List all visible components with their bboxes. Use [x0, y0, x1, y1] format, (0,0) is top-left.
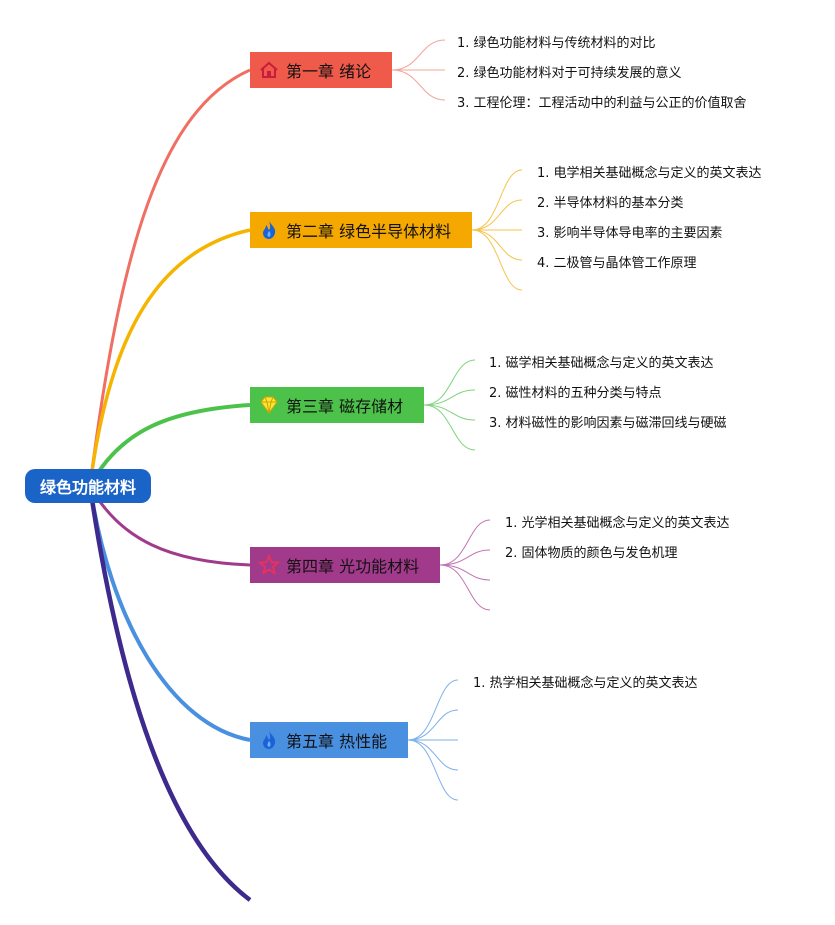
house-icon: [258, 59, 280, 81]
chapter-2-connectors: [471, 169, 523, 291]
chapter-4-item-1[interactable]: 1. 光学相关基础概念与定义的英文表达: [505, 516, 730, 531]
chapter-5-item-1[interactable]: 1. 热学相关基础概念与定义的英文表达: [473, 676, 698, 691]
chapter-node-4[interactable]: 第四章 光功能材料: [250, 547, 440, 583]
chapter-5-label: 第五章 热性能: [286, 732, 388, 751]
chapter-3-item-2[interactable]: 2. 磁性材料的五种分类与特点: [489, 386, 662, 401]
chapter-3-item-3[interactable]: 3. 材料磁性的影响因素与磁滞回线与硬磁: [489, 416, 727, 431]
chapter-3-item-1[interactable]: 1. 磁学相关基础概念与定义的英文表达: [489, 356, 714, 371]
branch-chapter-3: [88, 403, 251, 487]
chapter-1-label: 第一章 绪论: [286, 62, 372, 81]
chapter-node-5[interactable]: 第五章 热性能: [250, 722, 408, 758]
chapter-1-item-3[interactable]: 3. 工程伦理：工程活动中的利益与公正的价值取舍: [457, 96, 747, 111]
diamond-icon: [258, 394, 280, 416]
chapter-node-1[interactable]: 第一章 绪论: [250, 52, 392, 88]
chapter-4-connectors: [439, 519, 491, 611]
chapter-2-item-4[interactable]: 4. 二极管与晶体管工作原理: [537, 256, 697, 271]
chapter-node-2[interactable]: 第二章 绿色半导体材料: [250, 212, 472, 248]
branch-extra: [87, 485, 252, 902]
chapter-node-3[interactable]: 第三章 磁存储材: [250, 387, 424, 423]
flame-icon: [258, 219, 280, 241]
chapter-4-item-2[interactable]: 2. 固体物质的颜色与发色机理: [505, 546, 678, 561]
chapter-3-connectors: [423, 359, 476, 451]
branch-chapter-1: [88, 68, 251, 487]
chapter-4-label: 第四章 光功能材料: [286, 557, 420, 576]
root-node[interactable]: 绿色功能材料: [25, 469, 151, 503]
chapter-2-item-2[interactable]: 2. 半导体材料的基本分类: [537, 196, 684, 211]
chapter-2-label: 第二章 绿色半导体材料: [286, 222, 452, 241]
chapter-3-label: 第三章 磁存储材: [286, 397, 404, 416]
branch-chapter-4: [88, 485, 251, 567]
chapter-5-connectors: [407, 679, 459, 801]
chapter-1-connectors: [391, 39, 446, 101]
star-icon: [258, 554, 280, 576]
flame-icon: [258, 729, 280, 751]
branch-chapter-2: [88, 228, 251, 487]
chapter-1-item-2[interactable]: 2. 绿色功能材料对于可持续发展的意义: [457, 66, 682, 81]
chapter-2-item-3[interactable]: 3. 影响半导体导电率的主要因素: [537, 226, 723, 241]
chapter-1-item-1[interactable]: 1. 绿色功能材料与传统材料的对比: [457, 36, 656, 51]
chapter-2-item-1[interactable]: 1. 电学相关基础概念与定义的英文表达: [537, 166, 762, 181]
